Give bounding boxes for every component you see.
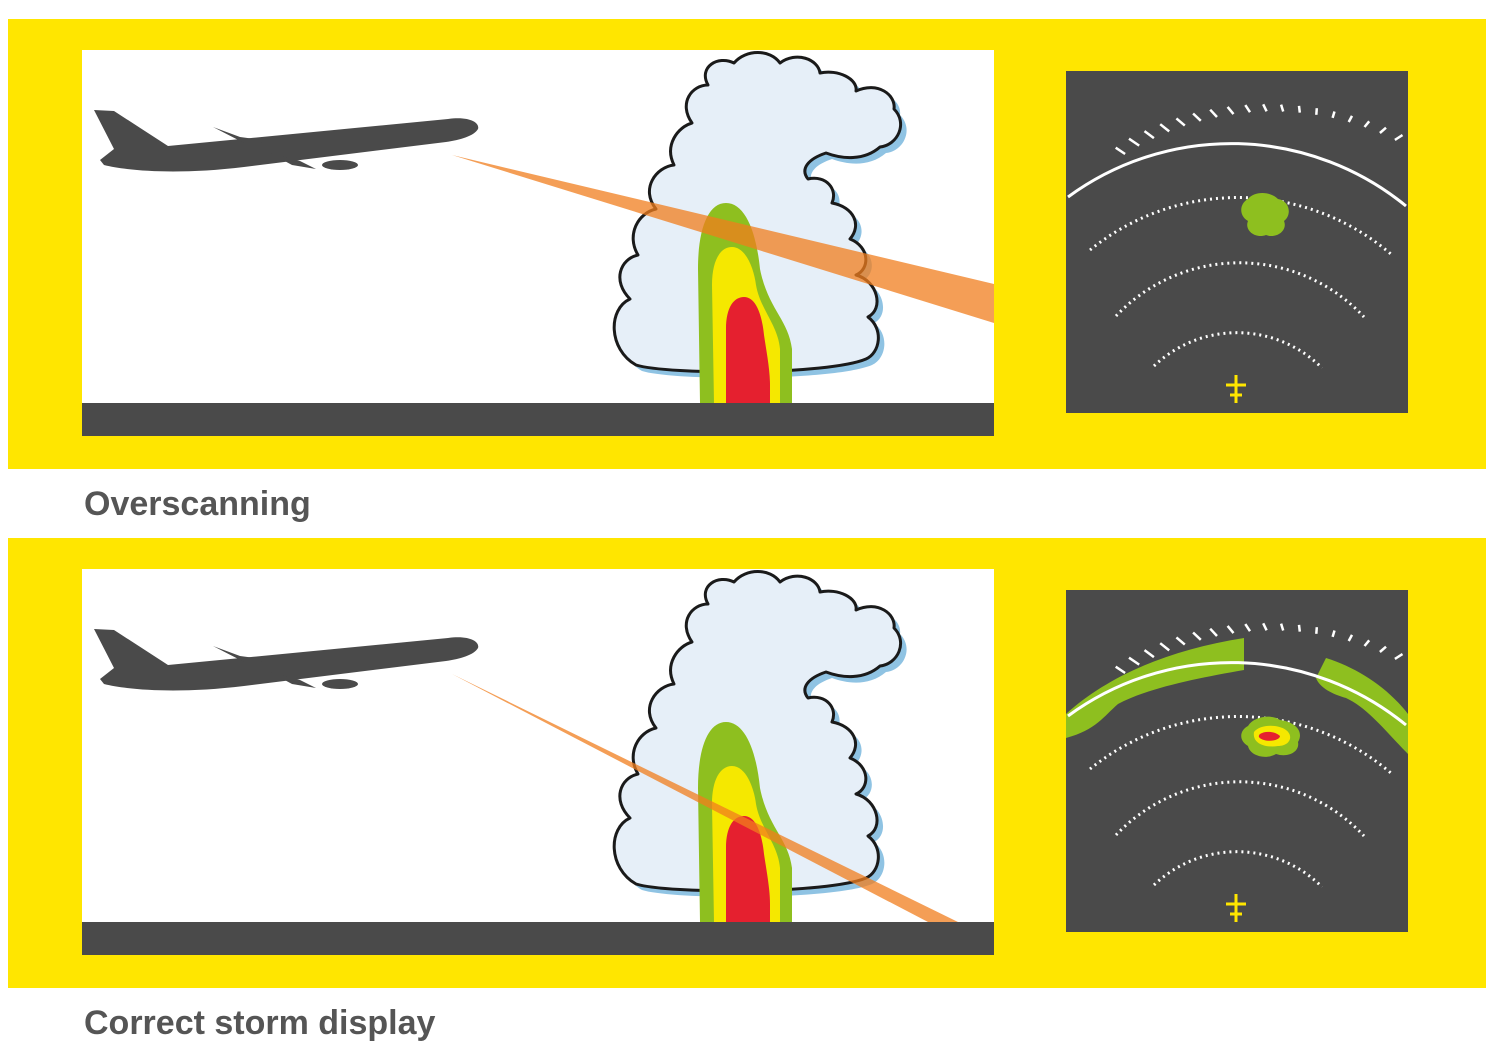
radar-return-weak xyxy=(1241,193,1289,237)
overscanning-caption: Overscanning xyxy=(84,485,311,523)
storm-cloud xyxy=(612,570,907,897)
range-arc-outer xyxy=(1067,661,1407,727)
ground-clutter-right xyxy=(1316,658,1408,754)
overscanning-panel xyxy=(8,19,1486,469)
aircraft-symbol xyxy=(1226,375,1246,403)
precip-red-zone xyxy=(726,816,770,922)
range-arc-outer xyxy=(1067,142,1407,208)
precip-red-zone xyxy=(726,297,770,403)
range-arcs-inner xyxy=(1089,196,1393,370)
radar-display xyxy=(1066,71,1408,413)
correct-storm-display-caption: Correct storm display xyxy=(84,1004,436,1042)
radar-beam xyxy=(452,155,994,323)
ground xyxy=(82,403,994,436)
radar-beam xyxy=(452,674,958,922)
ground xyxy=(82,922,994,955)
overscanning-diagram xyxy=(8,19,1486,469)
correct-storm-display-diagram xyxy=(8,538,1486,988)
aircraft-symbol xyxy=(1226,894,1246,922)
aircraft-silhouette xyxy=(94,629,479,691)
precipitation-core xyxy=(698,203,792,403)
range-arcs-inner xyxy=(1089,715,1393,889)
correct-storm-display-panel xyxy=(8,538,1486,988)
range-arc-ticks xyxy=(1115,622,1404,675)
range-arc-ticks xyxy=(1115,103,1404,156)
radar-return-storm xyxy=(1241,716,1300,757)
aircraft-silhouette xyxy=(94,110,479,172)
